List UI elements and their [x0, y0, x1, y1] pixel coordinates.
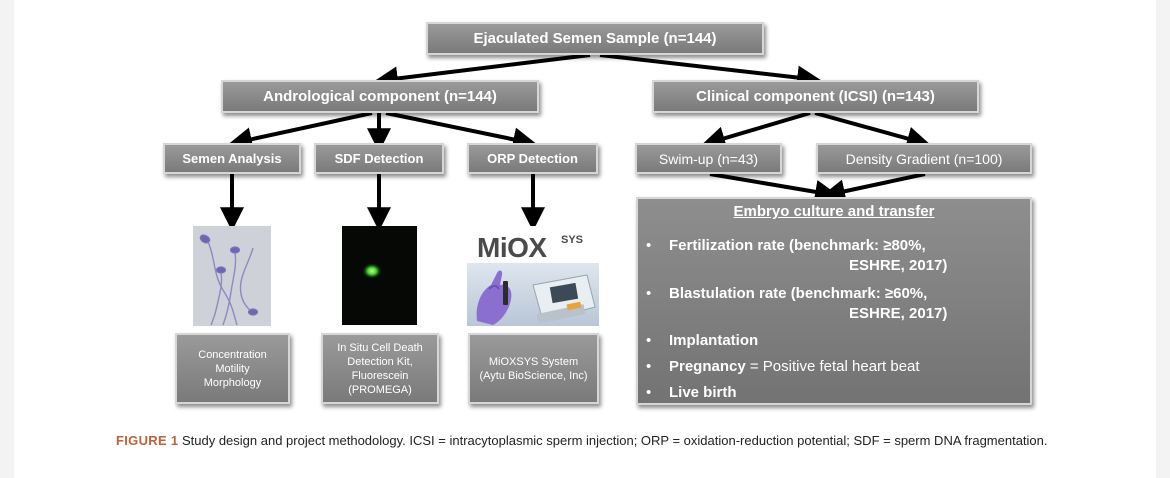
sdf-detection-box: SDF Detection: [314, 143, 444, 174]
swim-up-box: Swim-up (n=43): [635, 143, 782, 174]
clinical-box: Clinical component (ICSI) (n=143): [652, 80, 979, 113]
device-and-glove-illustration: [476, 270, 596, 325]
root-box: Ejaculated Semen Sample (n=144): [426, 22, 764, 55]
arrow-andro-to-semen: [228, 111, 373, 151]
mioxsys-image: MiOX SYS: [467, 226, 599, 326]
bullet: •: [646, 358, 652, 375]
fluorescent-cell-illustration: [362, 263, 382, 279]
arrow-density-to-embryo: [821, 172, 926, 204]
pregnancy-detail: = Positive fetal heart beat: [745, 358, 920, 375]
density-gradient-box: Density Gradient (n=100): [816, 143, 1032, 174]
arrow-clin-to-swim: [701, 111, 811, 150]
mioxsys-device-photo: [467, 263, 599, 326]
orp-result-box: MiOXSYS System (Aytu BioScience, Inc): [468, 333, 599, 404]
orp-detection-box: ORP Detection: [467, 143, 598, 174]
arrow-root-to-clinical: [599, 53, 822, 90]
mioxsys-logo-graphic: MiOX SYS: [477, 232, 583, 263]
semen-analysis-box: Semen Analysis: [163, 143, 301, 174]
bullet: •: [646, 237, 652, 254]
bullet: •: [646, 332, 652, 349]
sperm-cells-illustration: [193, 226, 271, 326]
mioxsys-logo: MiOX SYS: [475, 230, 595, 263]
figure-label: FIGURE 1: [116, 433, 179, 448]
arrow-swim-to-embryo: [709, 172, 840, 204]
andrological-box: Andrological component (n=144): [221, 80, 539, 113]
svg-text:MiOX: MiOX: [477, 232, 547, 260]
svg-text:SYS: SYS: [561, 234, 583, 246]
sperm-microscopy-image: [193, 226, 271, 326]
figure-caption: FIGURE 1 Study design and project method…: [116, 432, 1056, 450]
semen-result-box: Concentration Motility Morphology: [175, 333, 290, 404]
sdf-fluorescence-image: [342, 226, 417, 325]
list-item-continuation: ESHRE, 2017): [849, 305, 948, 322]
caption-text: Study design and project methodology. IC…: [178, 433, 1048, 448]
arrow-root-to-andrological: [373, 53, 591, 91]
arrow-andro-to-orp: [385, 111, 537, 152]
bullet: •: [646, 285, 652, 302]
embryo-culture-box: Embryo culture and transfer • Fertilizat…: [636, 197, 1032, 405]
arrow-clin-to-density: [814, 111, 931, 151]
embryo-title: Embryo culture and transfer: [733, 203, 935, 220]
bullet: •: [646, 384, 652, 401]
sdf-result-box: In Situ Cell Death Detection Kit, Fluore…: [321, 333, 439, 404]
list-item-continuation: ESHRE, 2017): [849, 257, 948, 274]
pregnancy-label: Pregnancy: [669, 358, 746, 375]
